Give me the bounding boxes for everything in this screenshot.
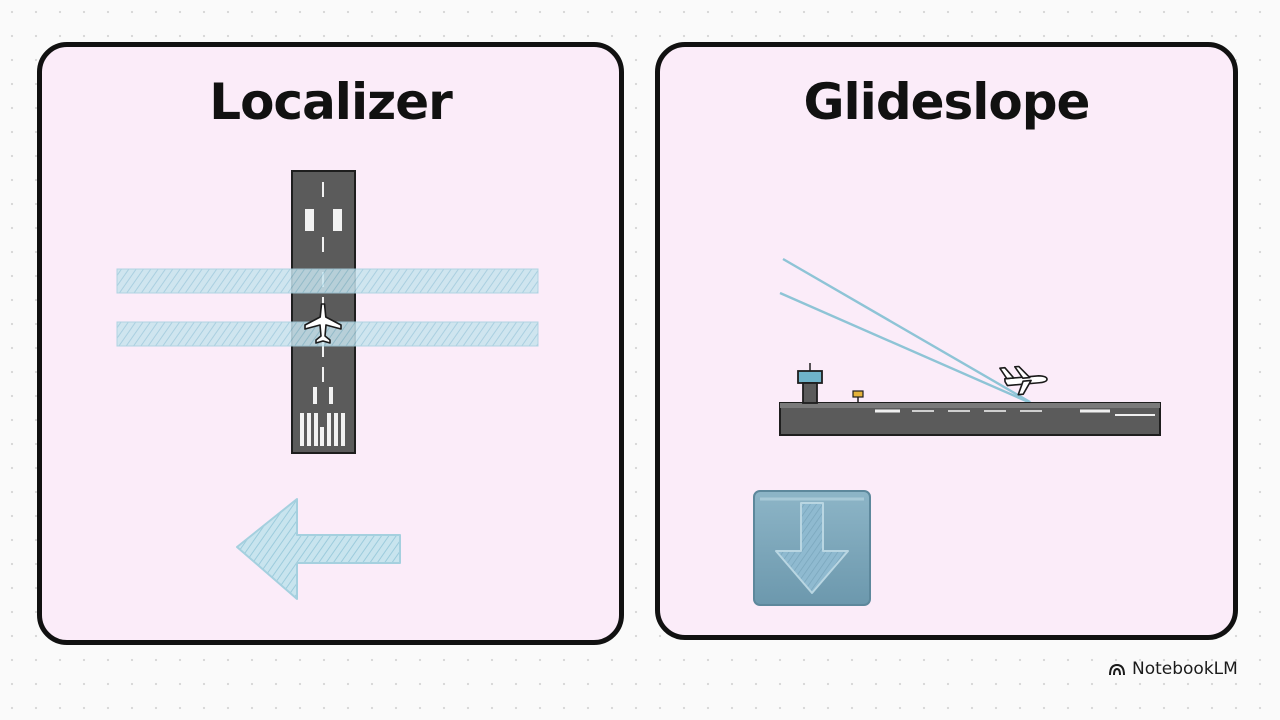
airplane-icon	[304, 303, 342, 344]
brand-name: NotebookLM	[1132, 659, 1238, 679]
down-arrow-icon	[753, 490, 871, 606]
glideslope-illustration	[753, 257, 1161, 606]
control-tower-icon	[797, 363, 823, 404]
localizer-title: Localizer	[209, 73, 453, 131]
localizer-illustration	[116, 170, 539, 600]
notebooklm-logo-icon	[1109, 663, 1125, 676]
notebooklm-brand: NotebookLM	[1108, 659, 1238, 679]
localizer-panel: Localizer	[37, 42, 624, 645]
glideslope-beam-lower	[779, 291, 1034, 406]
glideslope-title: Glideslope	[803, 73, 1091, 131]
glideslope-panel: Glideslope	[655, 42, 1238, 640]
localizer-beam-upper	[116, 268, 539, 294]
glideslope-antenna-icon	[852, 390, 864, 403]
airplane-icon	[999, 365, 1048, 396]
glideslope-beam-upper	[782, 257, 1031, 404]
runway-side-view-icon	[779, 402, 1161, 436]
left-arrow-icon	[236, 498, 401, 600]
